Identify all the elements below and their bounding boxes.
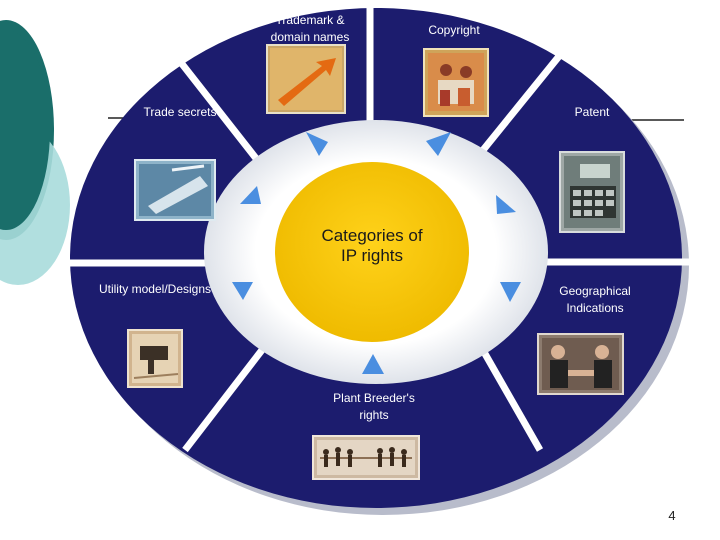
label-patent: Patent bbox=[574, 105, 610, 119]
arrow-utility bbox=[232, 282, 253, 300]
keyboard-photo bbox=[134, 159, 216, 221]
arrow-patent bbox=[496, 195, 516, 214]
arrow-geographical bbox=[500, 282, 521, 302]
label-trade-secrets: Trade secrets bbox=[143, 105, 217, 119]
arrow-trade-secrets bbox=[240, 186, 261, 204]
tug-of-war-photo bbox=[312, 435, 420, 480]
left-decor-dark-front bbox=[0, 30, 50, 230]
arrow-photo bbox=[266, 44, 346, 114]
label-trademark: Trademark & domain names bbox=[270, 13, 350, 44]
center-title: Categories of IP rights bbox=[321, 226, 423, 265]
arrows bbox=[232, 132, 521, 374]
label-copyright: Copyright bbox=[428, 23, 480, 37]
handshake-photo bbox=[537, 333, 624, 395]
label-geographical: Geographical Indications bbox=[559, 284, 631, 315]
calculator-photo bbox=[559, 151, 625, 233]
label-utility: Utility model/Designs bbox=[98, 282, 212, 296]
painting-photo bbox=[423, 48, 489, 117]
center-circle bbox=[275, 162, 469, 342]
label-plant: Plant Breeder's rights bbox=[333, 391, 415, 422]
machine-photo bbox=[127, 329, 183, 388]
arrow-trademark bbox=[306, 132, 328, 156]
arrow-plant bbox=[362, 354, 384, 374]
segment-separators bbox=[70, 4, 690, 453]
photos bbox=[127, 44, 625, 480]
arrow-copyright bbox=[426, 132, 451, 156]
page-number: 4 bbox=[668, 508, 676, 523]
